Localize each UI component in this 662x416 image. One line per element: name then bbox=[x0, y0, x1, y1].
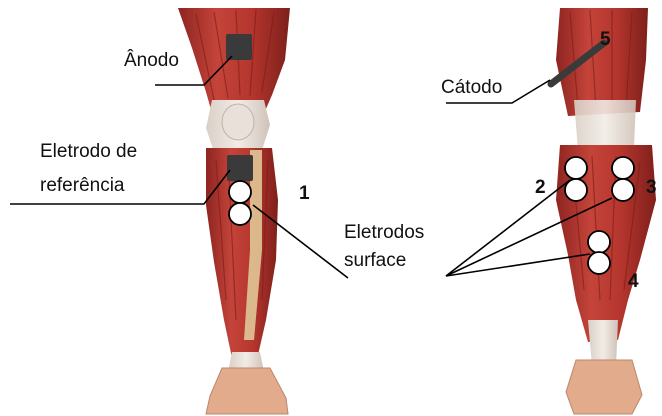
reference-label-line2: referência bbox=[40, 175, 125, 196]
surface-electrode-site1-b bbox=[229, 203, 251, 225]
surface-electrode-site2-a bbox=[565, 157, 587, 179]
site-number-2: 2 bbox=[535, 177, 546, 198]
reference-electrode bbox=[227, 155, 253, 181]
right-popliteal bbox=[574, 100, 636, 150]
surface-label-line2: surface bbox=[344, 250, 406, 271]
surface-electrode-site4-b bbox=[588, 252, 610, 274]
surface-electrode-site4-a bbox=[588, 231, 610, 253]
left-foot bbox=[206, 368, 288, 414]
site-number-5: 5 bbox=[600, 29, 611, 50]
site-number-3: 3 bbox=[646, 177, 657, 198]
site-number-4: 4 bbox=[628, 271, 639, 292]
anode-label: Ânodo bbox=[124, 49, 179, 71]
cathode-label: Cátodo bbox=[441, 77, 502, 98]
right-achilles bbox=[588, 320, 618, 366]
surface-electrode-site3-a bbox=[612, 157, 634, 179]
left-patella bbox=[222, 104, 254, 140]
site-number-1: 1 bbox=[299, 183, 310, 204]
anode-electrode bbox=[226, 34, 252, 60]
surface-electrode-site1-a bbox=[229, 181, 251, 203]
right-thigh bbox=[556, 8, 648, 116]
right-heel bbox=[566, 360, 642, 414]
reference-label-line1: Eletrodo de bbox=[40, 141, 137, 162]
surface-leader-line-2 bbox=[446, 180, 570, 276]
surface-electrode-site3-b bbox=[612, 179, 634, 201]
surface-label-line1: Eletrodos bbox=[344, 222, 424, 243]
